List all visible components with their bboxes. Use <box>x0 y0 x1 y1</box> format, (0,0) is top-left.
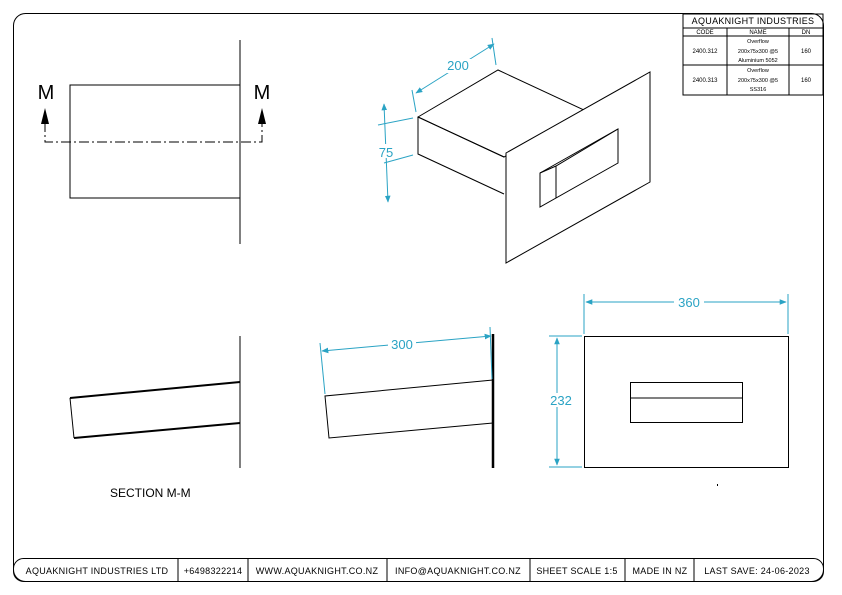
dimension-iso-width: 200 <box>447 58 469 73</box>
footer-phone: +6498322214 <box>184 566 243 576</box>
footer-origin: MADE IN NZ <box>632 566 687 576</box>
footer-scale: SHEET SCALE 1:5 <box>536 566 617 576</box>
row-name-line: 200x75x300 @5 <box>738 78 778 84</box>
title-block-company: AQUAKNIGHT INDUSTRIES <box>692 16 815 26</box>
dimension-front-height: 232 <box>550 393 572 408</box>
side-view: M M <box>38 40 271 244</box>
row-name-line: 200x75x300 @5 <box>738 49 778 55</box>
dimension-side-length: 300 <box>391 337 413 352</box>
row-code: 2400.312 <box>692 49 718 55</box>
side-length-view: 300 <box>319 326 495 468</box>
isometric-view: 200 75 <box>372 37 651 264</box>
header-name: NAME <box>749 30 766 36</box>
footer: AQUAKNIGHT INDUSTRIES LTD +6498322214 WW… <box>13 558 824 582</box>
dimension-front-width: 360 <box>678 295 700 310</box>
dimension-iso-height: 75 <box>379 145 393 160</box>
section-marker-left: M <box>38 82 55 104</box>
section-arrow-right <box>258 108 266 124</box>
row-name-line: Overflow <box>747 39 769 45</box>
front-view: 360 232 <box>548 294 789 468</box>
section-caption: SECTION M-M <box>110 486 191 500</box>
section-view: SECTION M-M <box>69 336 241 500</box>
section-arrow-left <box>41 108 49 124</box>
row-dn: 160 <box>801 78 812 84</box>
row-code: 2400.313 <box>692 78 718 84</box>
footer-company: AQUAKNIGHT INDUSTRIES LTD <box>26 566 169 576</box>
row-dn: 160 <box>801 49 812 55</box>
footer-website: WWW.AQUAKNIGHT.CO.NZ <box>256 566 379 576</box>
section-marker-right: M <box>254 82 271 104</box>
header-dn: DN <box>802 30 811 36</box>
header-code: CODE <box>696 30 713 36</box>
section-line <box>44 122 263 143</box>
title-block: AQUAKNIGHT INDUSTRIES CODE NAME DN 2400.… <box>682 13 824 96</box>
footer-email: INFO@AQUAKNIGHT.CO.NZ <box>395 566 521 576</box>
row-name-line: Overflow <box>747 68 769 74</box>
row-name-line: Aluminium 5052 <box>738 58 777 64</box>
stray-mark <box>717 484 718 486</box>
footer-last-save: LAST SAVE: 24-06-2023 <box>704 566 810 576</box>
row-name-line: SS316 <box>750 87 767 93</box>
